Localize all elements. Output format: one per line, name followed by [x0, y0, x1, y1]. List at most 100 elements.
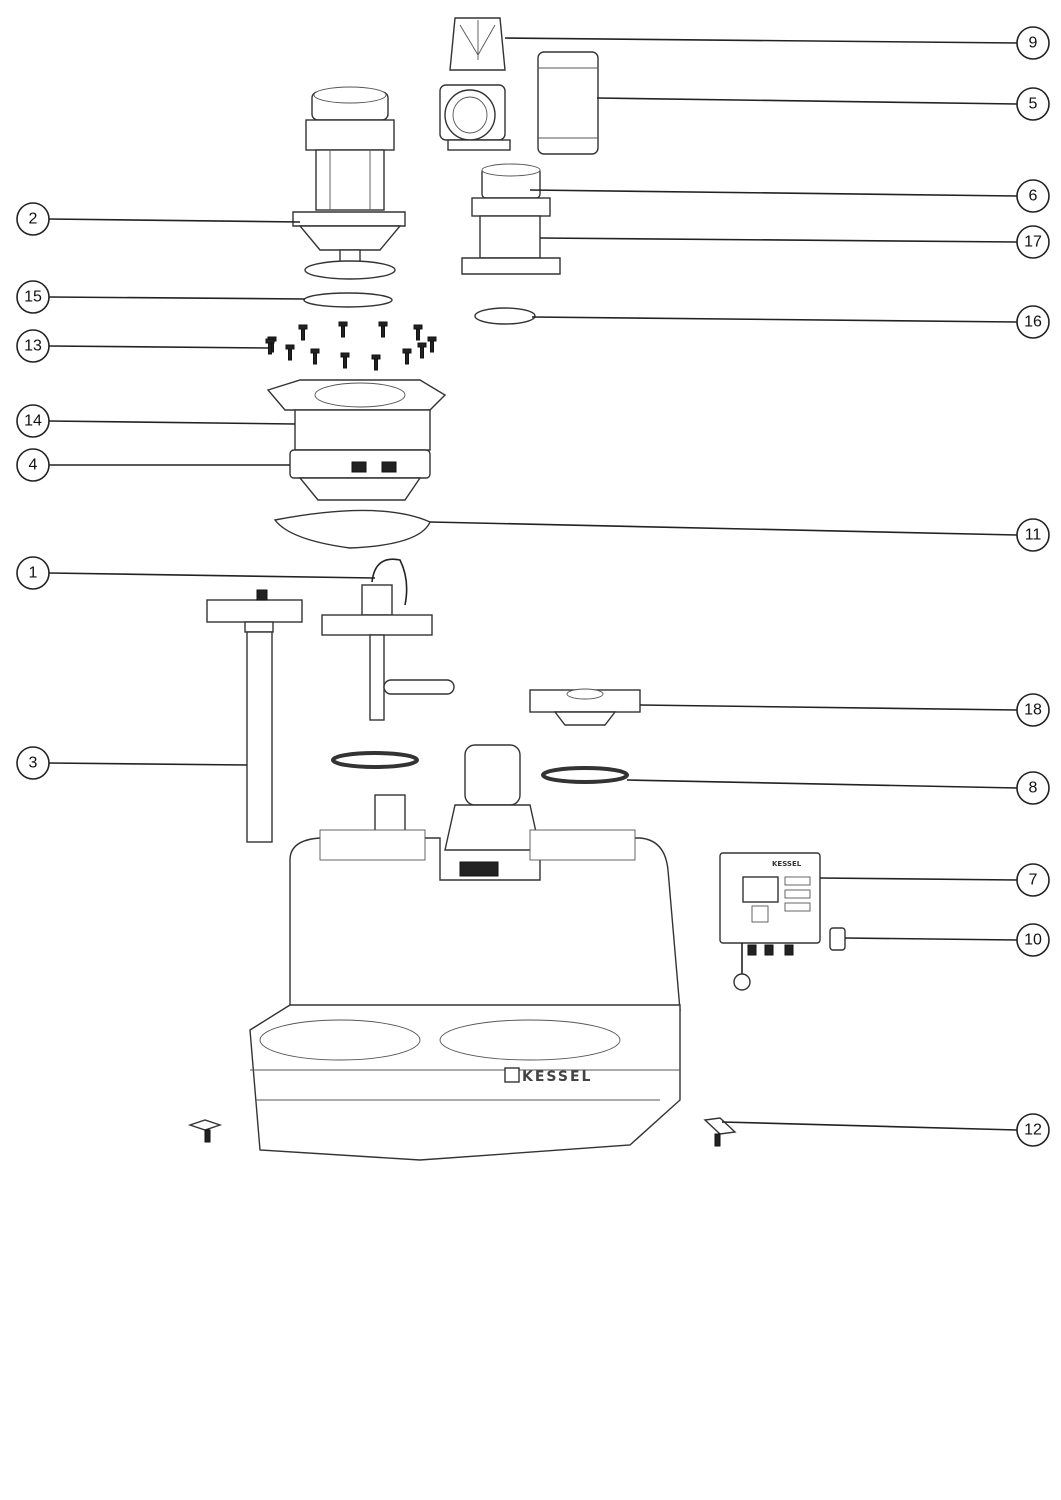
leader-line — [48, 762, 248, 766]
part-9-valve — [439, 17, 511, 151]
callout-6: 6 — [529, 179, 1050, 213]
callout-11: 11 — [429, 518, 1050, 552]
callout-number: 1 — [29, 565, 38, 582]
screw — [341, 324, 345, 338]
callout-number: 8 — [1029, 780, 1038, 797]
screw — [343, 355, 347, 369]
leader-line — [529, 189, 1018, 197]
callout-2: 2 — [16, 202, 301, 236]
callout-bubble — [1016, 771, 1050, 805]
part-7-controller: KESSEL — [719, 852, 821, 991]
leader-line — [504, 37, 1018, 44]
screw — [420, 345, 424, 359]
callout-9: 9 — [504, 26, 1050, 60]
callout-number: 12 — [1024, 1122, 1042, 1139]
callout-bubble — [1016, 26, 1050, 60]
screw — [288, 347, 292, 361]
callout-bubble — [1016, 225, 1050, 259]
part-11-gasket — [273, 509, 431, 549]
callout-number: 16 — [1024, 314, 1042, 331]
callout-number: 9 — [1029, 35, 1038, 52]
callout-number: 18 — [1024, 702, 1042, 719]
callout-14: 14 — [16, 404, 296, 438]
callout-4: 4 — [16, 448, 290, 482]
part-6-17-unit — [461, 163, 561, 275]
screw — [381, 324, 385, 338]
screw — [268, 341, 272, 355]
part-12-brackets — [187, 1117, 737, 1147]
callout-number: 10 — [1024, 932, 1042, 949]
part-13-screws — [265, 321, 437, 371]
screw-head — [378, 321, 388, 327]
callout-number: 11 — [1025, 527, 1042, 544]
callout-bubble — [1016, 693, 1050, 727]
screw-head — [338, 321, 348, 327]
callout-bubble — [16, 746, 50, 780]
screw-head — [417, 342, 427, 348]
leader-line — [531, 316, 1018, 323]
part-3-pipe — [206, 589, 303, 843]
callout-16: 16 — [531, 305, 1050, 339]
callout-bubble — [1016, 305, 1050, 339]
callout-bubble — [16, 556, 50, 590]
callout-number: 7 — [1029, 872, 1038, 889]
leader-line — [48, 345, 269, 349]
callout-1: 1 — [16, 556, 376, 590]
callout-bubble — [16, 329, 50, 363]
callout-bubble — [16, 404, 50, 438]
leader-line — [844, 937, 1018, 941]
screw-head — [298, 324, 308, 330]
screw-head — [340, 352, 350, 358]
callout-13: 13 — [16, 329, 269, 363]
callout-number: 5 — [1029, 96, 1038, 113]
part-14-4-pump-housing — [266, 379, 447, 501]
callout-number: 17 — [1024, 234, 1042, 251]
callout-number: 13 — [24, 338, 42, 355]
callout-number: 15 — [24, 289, 42, 306]
callout-bubble — [1016, 863, 1050, 897]
callout-number: 2 — [29, 211, 38, 228]
part-16-plate — [474, 307, 536, 325]
part-15-o-ring — [303, 292, 393, 308]
leader-line — [429, 521, 1018, 536]
leader-line — [819, 877, 1018, 881]
leader-line — [48, 218, 301, 223]
leader-line — [639, 704, 1018, 711]
screw-head — [371, 354, 381, 360]
leader-line — [48, 296, 306, 300]
callout-3: 3 — [16, 746, 248, 780]
callout-number: 14 — [24, 413, 42, 430]
leader-line — [539, 237, 1018, 243]
callout-number: 6 — [1029, 188, 1038, 205]
callout-bubble — [16, 280, 50, 314]
leader-line — [596, 97, 1018, 105]
callout-bubble — [1016, 179, 1050, 213]
part-8-seal-left — [331, 751, 419, 769]
screw — [301, 327, 305, 341]
leader-line — [721, 1121, 1018, 1131]
screw — [313, 351, 317, 365]
callout-bubble — [1016, 1113, 1050, 1147]
callout-number: 3 — [29, 755, 38, 772]
part-18-cover — [529, 688, 641, 726]
part-10-cap — [829, 927, 846, 951]
tank-body: KESSEL — [249, 744, 681, 1161]
screw-head — [413, 324, 423, 330]
screw-head — [310, 348, 320, 354]
callout-12: 12 — [721, 1113, 1050, 1147]
screw-head — [402, 348, 412, 354]
callout-5: 5 — [596, 87, 1050, 121]
callout-10: 10 — [844, 923, 1050, 957]
screw — [374, 357, 378, 371]
callout-number: 4 — [29, 457, 38, 474]
screw-head — [285, 344, 295, 350]
callout-18: 18 — [639, 693, 1050, 727]
callout-17: 17 — [539, 225, 1050, 259]
leader-line — [48, 420, 296, 425]
callout-bubble — [16, 202, 50, 236]
part-2-motor — [292, 86, 406, 280]
screw — [405, 351, 409, 365]
